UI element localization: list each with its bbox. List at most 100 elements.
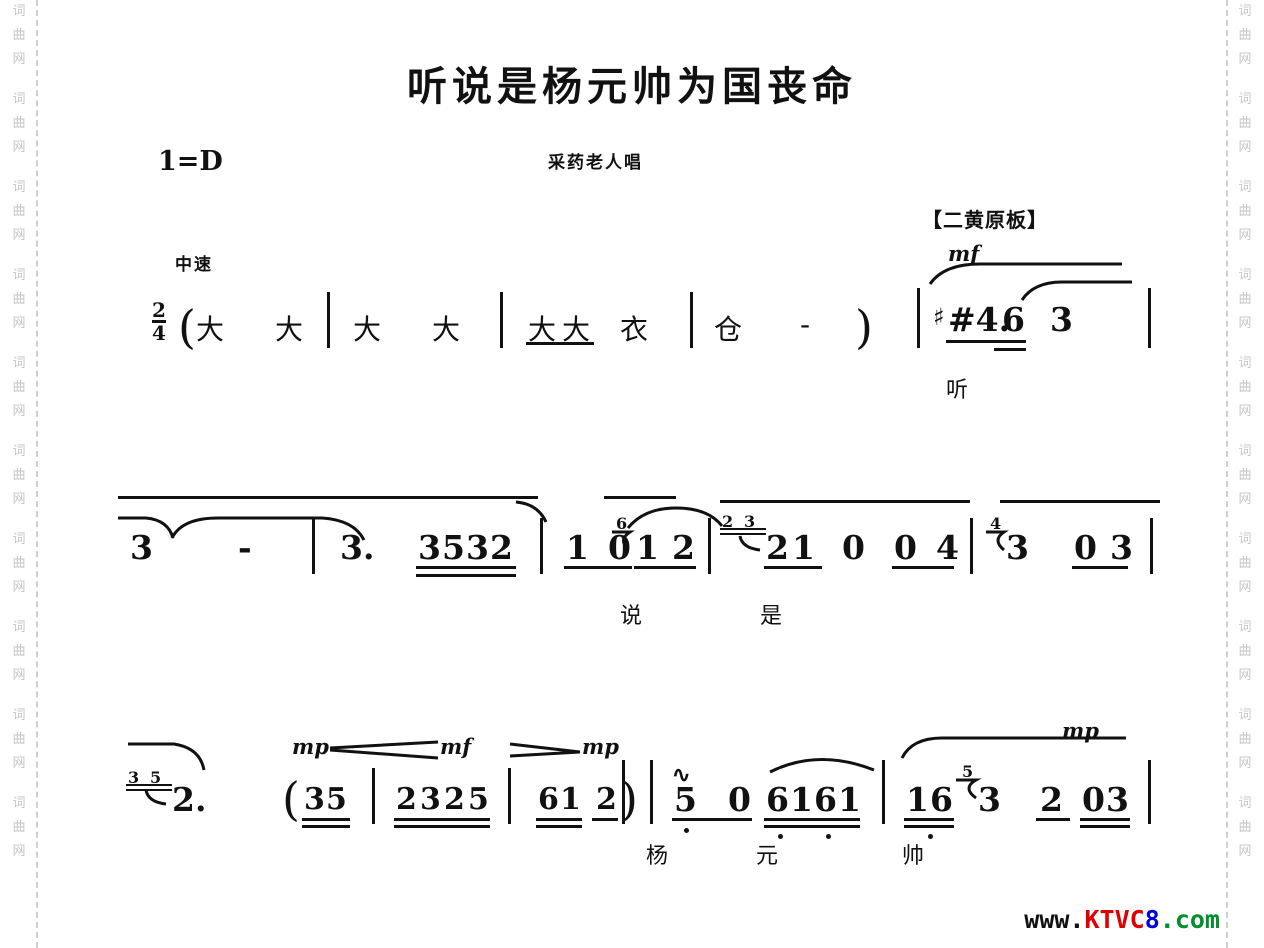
grace-note: 5 xyxy=(962,762,974,781)
lyric-char: 说 xyxy=(620,604,643,629)
bar-line xyxy=(1148,288,1151,348)
watermark-char: 词 xyxy=(12,92,26,107)
watermark-char: 词 xyxy=(12,620,26,635)
watermark-char: 网 xyxy=(12,404,26,419)
grace-note: 4 xyxy=(990,514,1002,533)
site-watermark-ktvc: KTVC xyxy=(1084,905,1145,934)
melody-note: 2 xyxy=(766,528,789,567)
melody-note: 3 xyxy=(1106,780,1129,819)
melody-note: 3. xyxy=(340,528,375,567)
slur-curve xyxy=(1020,280,1132,301)
beam xyxy=(1036,818,1070,821)
bar-line xyxy=(312,518,315,574)
lyric-char: 元 xyxy=(756,844,779,869)
watermark-char: 词 xyxy=(1238,92,1252,107)
beam xyxy=(564,566,632,569)
melody-note: 2 xyxy=(396,782,417,817)
watermark-char: 曲 xyxy=(12,292,26,307)
watermark-char: 网 xyxy=(12,52,26,67)
watermark-char: 曲 xyxy=(1238,644,1252,659)
watermark-char: 曲 xyxy=(1238,116,1252,131)
bar-line xyxy=(917,288,920,348)
beam xyxy=(904,825,954,828)
grace-beam xyxy=(720,528,766,530)
watermark-strip-left: 词曲网 词曲网 词曲网 词曲网 词曲网 词曲网 词曲网 词曲网 词曲网 词曲网 xyxy=(2,0,36,948)
beam xyxy=(634,566,696,569)
grace-note-slur xyxy=(738,535,761,552)
melody-note: 1 xyxy=(906,780,929,819)
beam xyxy=(416,574,516,577)
percussion-syllable: 大 xyxy=(353,313,382,346)
slur-curve xyxy=(515,500,548,523)
melody-note: 2. xyxy=(172,780,207,819)
melody-note: 1 xyxy=(566,528,589,567)
beam xyxy=(394,818,490,821)
tie-line xyxy=(604,496,676,499)
time-signature-denominator: 4 xyxy=(152,320,166,345)
octave-dot xyxy=(778,834,783,839)
melody-note: 0 xyxy=(1074,528,1097,567)
watermark-char: 曲 xyxy=(1238,556,1252,571)
key-signature: 1=D xyxy=(158,146,223,177)
watermark-char: 网 xyxy=(1238,580,1252,595)
bar-line xyxy=(882,760,885,824)
watermark-char: 曲 xyxy=(12,556,26,571)
accompaniment-open-paren: ( xyxy=(282,772,300,826)
watermark-char: 网 xyxy=(12,492,26,507)
sharp-accidental: ♯ xyxy=(933,302,945,331)
tempo-marking: 中速 xyxy=(175,255,213,275)
melody-note: 3 xyxy=(420,782,441,817)
bar-line xyxy=(508,768,511,824)
watermark-char: 网 xyxy=(12,668,26,683)
grace-note-slur xyxy=(956,778,982,800)
percussion-open-paren: ( xyxy=(178,300,196,354)
melody-note: 3 xyxy=(130,528,153,567)
slur-curve xyxy=(118,516,175,539)
dynamic-mf: mf xyxy=(948,241,980,266)
grace-note: 2 xyxy=(722,512,734,531)
melody-note: 0 xyxy=(1082,780,1105,819)
watermark-strip-right: 词曲网 词曲网 词曲网 词曲网 词曲网 词曲网 词曲网 词曲网 词曲网 词曲网 xyxy=(1228,0,1262,948)
grace-note: 6 xyxy=(616,514,628,533)
watermark-char: 词 xyxy=(1238,268,1252,283)
watermark-char: 网 xyxy=(12,316,26,331)
watermark-char: 网 xyxy=(1238,52,1252,67)
beam xyxy=(302,818,350,821)
beam xyxy=(394,825,490,828)
slur-curve xyxy=(769,758,875,774)
melody-note: 1 xyxy=(560,782,581,817)
grace-beam xyxy=(720,533,766,535)
grace-beam xyxy=(126,789,172,791)
percussion-syllable: 大 xyxy=(275,313,304,346)
mordent-icon: ∿ xyxy=(672,762,691,788)
bar-line xyxy=(650,760,653,824)
watermark-char: 网 xyxy=(12,228,26,243)
beam xyxy=(994,348,1026,351)
melody-note: 3 xyxy=(1006,528,1029,567)
watermark-char: 曲 xyxy=(1238,468,1252,483)
watermark-char: 曲 xyxy=(12,116,26,131)
watermark-char: 曲 xyxy=(1238,380,1252,395)
melody-note: 1 xyxy=(838,780,861,819)
watermark-char: 网 xyxy=(1238,140,1252,155)
watermark-char: 词 xyxy=(1238,356,1252,371)
octave-dot xyxy=(928,834,933,839)
site-watermark-www: www. xyxy=(1024,905,1085,934)
melody-note: 6 xyxy=(814,780,837,819)
page-title: 听说是杨元帅为国丧命 xyxy=(407,63,857,110)
bar-line xyxy=(327,292,330,348)
watermark-char: 网 xyxy=(12,844,26,859)
watermark-char: 曲 xyxy=(1238,292,1252,307)
beam xyxy=(1072,566,1128,569)
beam xyxy=(1080,825,1130,828)
time-signature-numerator: 2 xyxy=(152,298,166,322)
bar-line xyxy=(970,518,973,574)
watermark-char: 网 xyxy=(1238,228,1252,243)
watermark-char: 曲 xyxy=(12,732,26,747)
melody-note: 1 xyxy=(636,528,659,567)
crescendo-hairpin xyxy=(329,740,439,760)
diminuendo-hairpin xyxy=(509,742,581,758)
grace-note: 3 xyxy=(128,768,140,787)
melody-note: 6 xyxy=(930,780,953,819)
melody-note: 0 xyxy=(842,528,865,567)
